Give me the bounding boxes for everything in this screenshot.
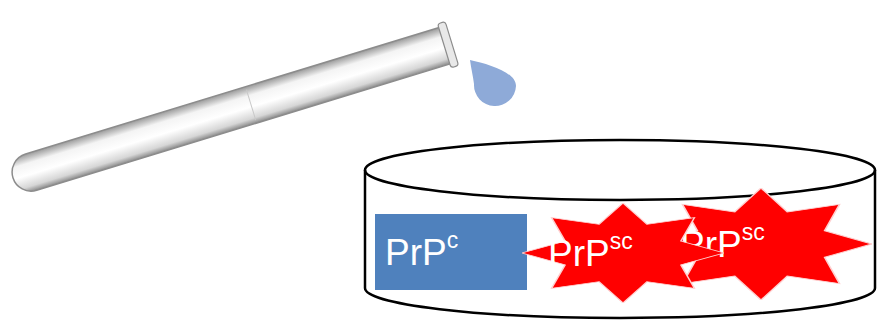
protein-name: PrP bbox=[548, 235, 610, 272]
prp-sc-star: PrPsc bbox=[522, 203, 724, 303]
superscript-text: sc bbox=[610, 230, 633, 253]
test-tube bbox=[6, 22, 458, 200]
shape-fill bbox=[522, 203, 724, 303]
shape-fill bbox=[650, 188, 872, 300]
dish bbox=[365, 140, 875, 318]
label-line: PrPsc bbox=[548, 203, 633, 303]
superscript-text: sc bbox=[742, 221, 765, 244]
shape-fill bbox=[375, 214, 527, 290]
label-line: PrPc bbox=[385, 214, 458, 290]
prp-c-box: PrPc bbox=[375, 214, 527, 290]
protein-name: PrP bbox=[385, 234, 447, 271]
droplet bbox=[470, 60, 516, 106]
superscript-text: c bbox=[447, 229, 459, 252]
